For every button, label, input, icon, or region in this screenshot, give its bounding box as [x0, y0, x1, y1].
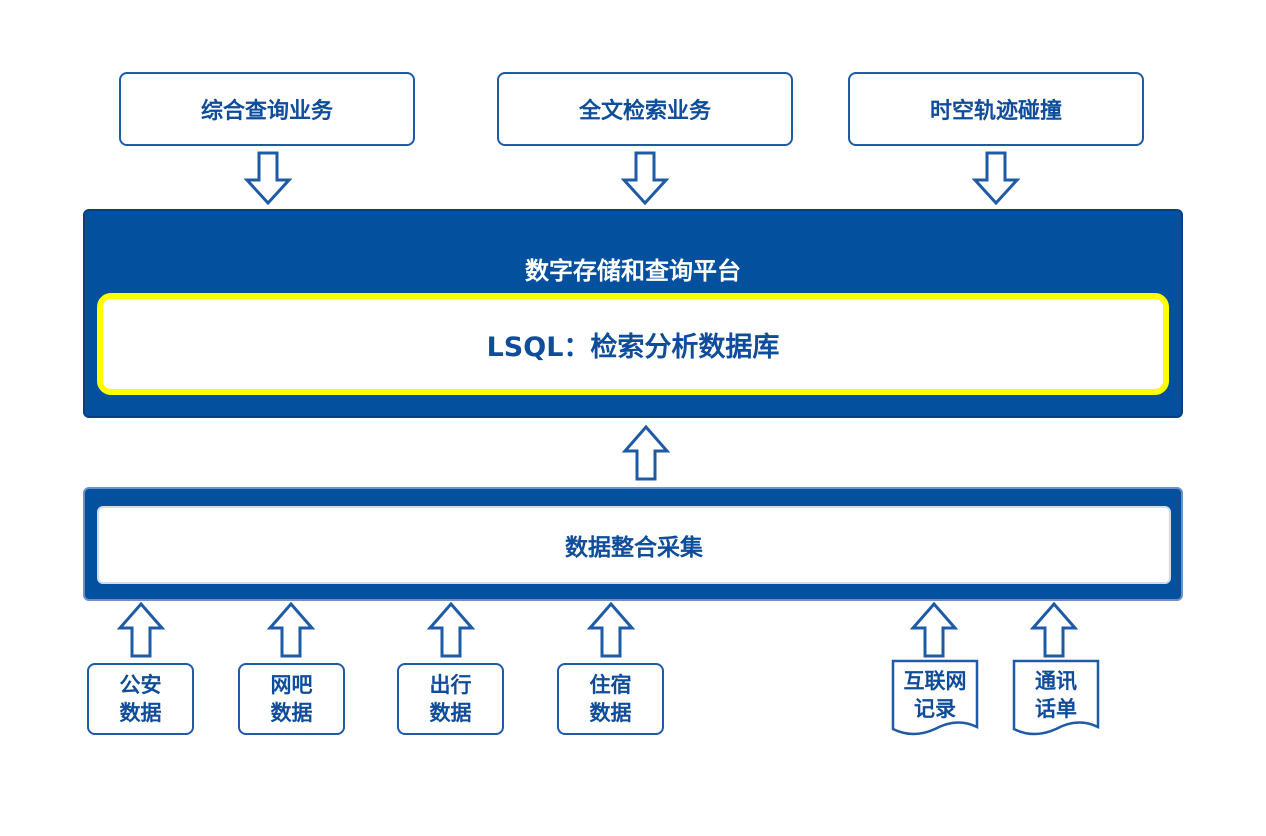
- down-arrow-icon: [244, 151, 292, 206]
- service-label: 时空轨迹碰撞: [929, 99, 1062, 124]
- service-label: 综合查询业务: [200, 99, 333, 124]
- source-line2: 数据: [119, 701, 162, 725]
- source-box-lodging: 住宿数据: [557, 663, 664, 735]
- up-arrow-icon: [1030, 601, 1078, 658]
- doc-line2: 记录: [914, 697, 956, 722]
- down-arrow-icon: [621, 151, 669, 206]
- source-box-police: 公安数据: [87, 663, 194, 735]
- service-box-query: 综合查询业务: [119, 72, 415, 146]
- document-shape-icon: [1012, 659, 1100, 736]
- up-arrow-icon: [427, 601, 475, 658]
- source-box-travel: 出行数据: [397, 663, 504, 735]
- source-line1: 出行: [429, 672, 472, 697]
- doc-line1: 通讯: [1035, 669, 1077, 693]
- up-arrow-icon: [267, 601, 315, 658]
- up-arrow-icon: [910, 601, 958, 658]
- service-box-fulltext: 全文检索业务: [497, 72, 793, 146]
- down-arrow-icon: [972, 151, 1020, 206]
- data-collection-box: 数据整合采集: [97, 506, 1171, 584]
- up-arrow-icon: [587, 601, 635, 658]
- document-call-records: 通讯话单: [1012, 659, 1100, 739]
- service-box-trajectory: 时空轨迹碰撞: [848, 72, 1144, 146]
- document-internet-records: 互联网记录: [891, 659, 979, 739]
- source-line1: 住宿: [589, 672, 632, 697]
- lsql-database-box: LSQL：检索分析数据库: [97, 293, 1169, 395]
- source-line2: 数据: [589, 701, 632, 725]
- document-label: 通讯话单: [1012, 667, 1100, 724]
- collection-label: 数据整合采集: [565, 535, 703, 561]
- data-collection-layer: 数据整合采集: [83, 487, 1183, 601]
- platform-title: 数字存储和查询平台: [525, 257, 741, 285]
- doc-line2: 话单: [1035, 697, 1077, 722]
- source-box-netbar: 网吧数据: [238, 663, 345, 735]
- up-arrow-icon: [117, 601, 165, 658]
- storage-query-platform: 数字存储和查询平台 LSQL：检索分析数据库: [83, 209, 1183, 418]
- source-line2: 数据: [270, 701, 313, 725]
- doc-line1: 互联网: [903, 669, 967, 693]
- source-line2: 数据: [429, 701, 472, 725]
- up-arrow-icon: [622, 424, 670, 481]
- service-label: 全文检索业务: [578, 99, 711, 124]
- document-label: 互联网记录: [891, 667, 979, 724]
- document-shape-icon: [891, 659, 979, 736]
- source-line1: 公安: [119, 672, 162, 697]
- lsql-label: LSQL：检索分析数据库: [486, 331, 780, 363]
- source-line1: 网吧: [270, 672, 313, 697]
